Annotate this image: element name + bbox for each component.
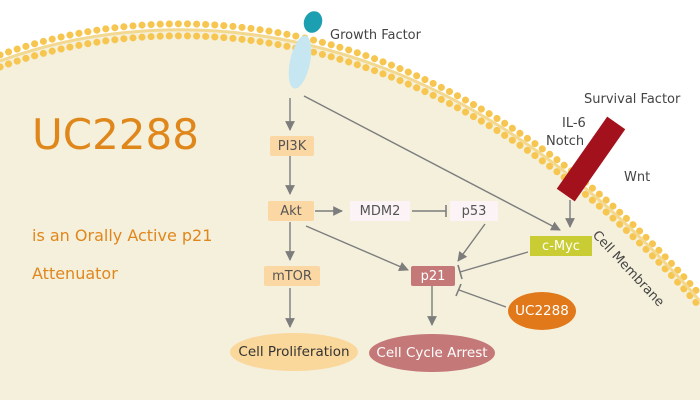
node-cmyc: c-Myc: [530, 236, 592, 256]
growth-factor-label: Growth Factor: [330, 28, 421, 43]
node-cell-cycle-arrest: Cell Cycle Arrest: [369, 334, 495, 372]
edge-cmyc-p21-bar: [457, 264, 463, 280]
subtitle-line-2: Attenuator: [32, 264, 118, 283]
edge-akt-p21: [305, 225, 409, 272]
edge-gf-cmyc: [303, 95, 561, 231]
node-cell-proliferation: Cell Proliferation: [230, 333, 358, 371]
growth-factor-receptor: [288, 35, 312, 89]
edge-p53-p21: [457, 223, 486, 262]
node-uc2288: UC2288: [508, 292, 576, 330]
node-pi3k: PI3K: [270, 136, 314, 156]
node-akt: Akt: [268, 201, 314, 221]
edge-uc2288-p21-bar: [455, 283, 462, 297]
survival-factor-label: Survival Factor: [584, 92, 681, 107]
survival-factor-receptor: [556, 116, 626, 202]
node-p21: p21: [411, 266, 455, 286]
edge-uc2288-p21: [458, 289, 507, 308]
edge-cmyc-p21: [459, 251, 529, 273]
node-mtor: mTOR: [264, 266, 320, 286]
node-mdm2: MDM2: [350, 201, 410, 221]
node-p53: p53: [450, 201, 498, 221]
il6-label: IL-6: [562, 116, 586, 131]
page-title: UC2288: [32, 110, 199, 159]
subtitle-line-1: is an Orally Active p21: [32, 226, 213, 245]
growth-factor-ligand: [303, 11, 323, 33]
wnt-label: Wnt: [624, 170, 651, 185]
notch-label: Notch: [546, 134, 585, 149]
